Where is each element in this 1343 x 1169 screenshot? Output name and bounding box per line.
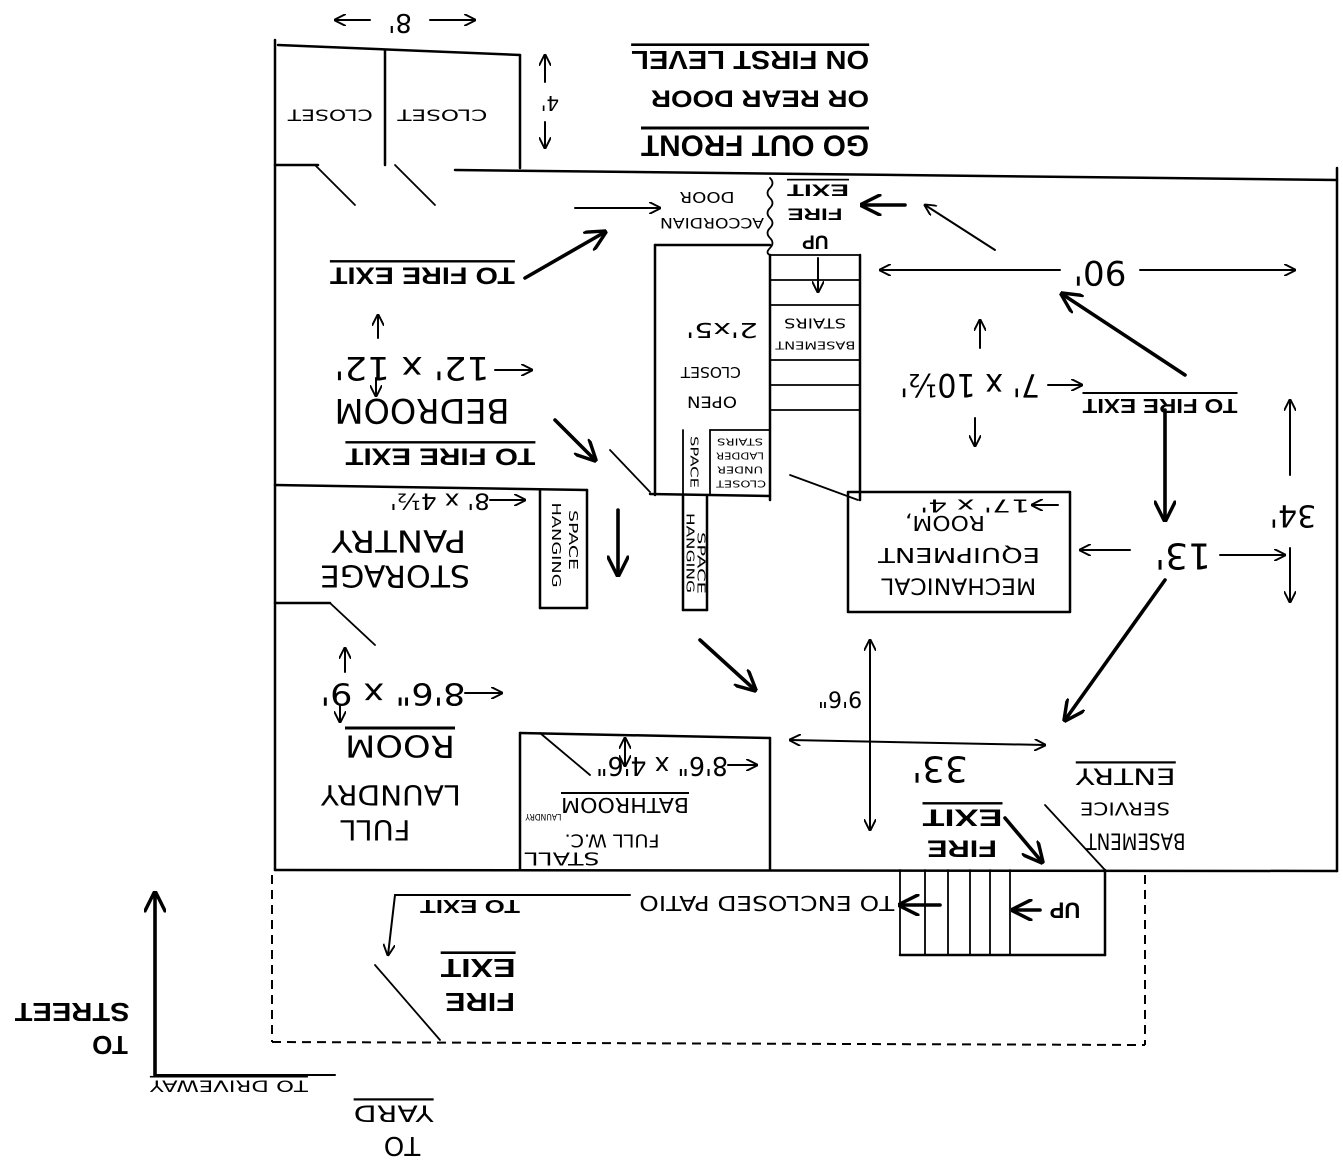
hall-exit-arrow (1062, 294, 1187, 377)
bathroom-label: FULL W.C. (565, 830, 660, 851)
hanging-space-label: SPACE (695, 532, 708, 594)
hall-exit-label: TO FIRE EXIT (1083, 394, 1238, 416)
to-street-label: STREET (15, 997, 130, 1027)
closet-top-wall (276, 43, 522, 57)
closet-door-swing (314, 164, 356, 206)
bathroom-label: LAUNDRY (525, 811, 561, 821)
mechanical-label: EQUIPMENT (877, 543, 1040, 567)
hanging-space-label: HANGING (549, 503, 563, 588)
laundry-door-swing (329, 602, 376, 646)
service-entry-label: BASEMENT (1085, 828, 1185, 853)
bedroom-size: 12' x 12' (335, 349, 490, 387)
bedroom-door-swing (609, 449, 651, 493)
closet-under-stairs-label: UNDER (717, 464, 763, 475)
to-yard-label: TO (384, 1130, 421, 1160)
laundry-size: 8'6" x 9' (321, 676, 466, 711)
patio-door-swing (374, 964, 441, 1041)
service-entry-label: ENTRY (1075, 763, 1176, 788)
service-entry-door-swing (1044, 804, 1106, 871)
bedroom-name: BEDROOM (335, 390, 510, 430)
laundry-label: LAUNDRY (320, 779, 461, 812)
open-closet-label: OPEN (687, 393, 737, 412)
bottom-wall (273, 868, 1339, 873)
open-closet-label: CLOSET (680, 363, 741, 381)
space-label: SPACE (688, 436, 701, 488)
bedroom-exit-label: TO FIRE EXIT (330, 262, 515, 289)
bedroom-exit-arrow (523, 232, 605, 280)
to-yard-label: YARD (354, 1100, 435, 1125)
bathroom-size: 8'6" x 4'6" (596, 750, 728, 780)
fire-exit-label: FIRE (788, 205, 843, 224)
laundry-label: ROOM (345, 728, 455, 763)
bathroom-door-swing (539, 732, 591, 776)
hall-area: 7' x 10½' (900, 366, 1040, 404)
pantry-top (273, 483, 589, 492)
bedroom-exit-arrow (553, 418, 595, 460)
patio-bottom (271, 1041, 1146, 1046)
closet-label: CLOSET (288, 106, 373, 125)
closet-depth-label: 4' (541, 91, 559, 115)
closet-under-stairs-label: LADDER (716, 450, 764, 461)
mechanical-label: ROOM, (905, 511, 985, 535)
walls (271, 38, 1339, 1046)
hall-height: 9'6" (818, 686, 862, 711)
span-dim-arrow (790, 740, 1045, 745)
to-service-entry-arrow (1065, 578, 1167, 720)
stairs-up-label: UP (802, 231, 829, 252)
top-wall (453, 168, 1339, 182)
service-entry-label: SERVICE (1080, 798, 1170, 819)
hall-diagonal-arrow (698, 638, 755, 690)
pantry-label: STORAGE (320, 558, 470, 593)
closet-under-stairs-label: STAIRS (717, 436, 763, 447)
to-street-label: TO (92, 1030, 128, 1060)
open-closet-size: 2'x5' (686, 318, 758, 342)
bathroom-label: BATHROOM (561, 793, 689, 817)
closet-width-label: 8' (388, 7, 412, 37)
accordion-door (766, 177, 774, 256)
patio-fire-exit-label: EXIT (441, 953, 516, 983)
exit-note-line1: GO OUT FRONT (641, 129, 869, 162)
labels: GO OUT FRONT OR REAR DOOR ON FIRST LEVEL… (15, 7, 1317, 1160)
lower-stairs-up-label: UP (1050, 898, 1081, 923)
hall-length: 90' (1074, 252, 1127, 292)
stairs-door-swing (789, 474, 859, 501)
hall-width: 13' (1155, 535, 1211, 576)
mechanical-label: MECHANICAL (881, 573, 1037, 598)
hanging-space-label: HANGING (684, 513, 697, 593)
mechanical-size: 17' x 4' (920, 495, 1030, 516)
accordion-door-label: ACCORDIAN (660, 214, 764, 230)
bathroom-top (518, 731, 772, 740)
mechanical-room (846, 490, 1072, 614)
to-driveway-label: TO DRIVEWAY (150, 1077, 310, 1096)
closet-under-stairs-label: CLOSET (715, 478, 766, 489)
to-exit-label: TO EXIT (420, 896, 520, 916)
fire-exit-label: FIRE (927, 835, 997, 862)
accordion-door-label: DOOR (680, 188, 735, 206)
hanging-space-label: SPACE (566, 510, 580, 570)
bathroom-label: STALL (525, 848, 600, 869)
laundry-label: FULL (340, 814, 410, 847)
closet-label: CLOSET (397, 106, 487, 125)
stairs-label: BASEMENT (775, 339, 855, 352)
closet-door-swing (394, 164, 436, 206)
to-fire-exit-arrow (1003, 816, 1042, 862)
to-exit-arrow (388, 894, 631, 955)
hall-side: 34' (1270, 498, 1316, 533)
to-patio-label: TO ENCLOSED PATIO (639, 891, 895, 915)
exit-note-line3: ON FIRST LEVEL (631, 45, 869, 75)
patio-fire-exit-label: FIRE (445, 987, 515, 1017)
arrows (155, 20, 1295, 1077)
fire-exit-label: EXIT (786, 181, 849, 200)
fire-exit-label: EXIT (922, 804, 1003, 831)
hall-span: 33' (912, 748, 968, 789)
pantry-label: PANTRY (331, 523, 467, 558)
pantry-size: 8' x 4½' (390, 488, 490, 513)
to-fire-exit-arrow (925, 205, 996, 251)
stairs-label: STAIRS (784, 315, 846, 330)
exit-note-line2: OR REAR DOOR (651, 85, 869, 112)
bedroom-exit-label: TO FIRE EXIT (345, 443, 535, 470)
